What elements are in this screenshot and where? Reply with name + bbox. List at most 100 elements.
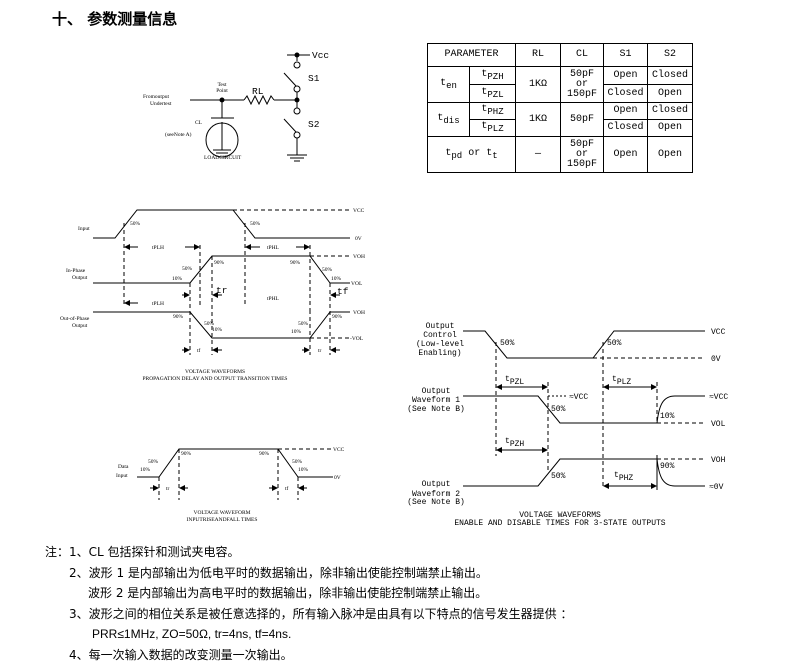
0v-label: 0V (711, 355, 721, 364)
pct-label: 90% (660, 462, 675, 471)
pct-label: 10% (331, 276, 342, 282)
0v-label: 0V (334, 475, 341, 481)
control-label: Control (423, 331, 457, 340)
pct-label: 10% (212, 327, 223, 333)
tplz-s2: Open (647, 119, 693, 137)
header-rl: RL (515, 43, 561, 67)
pct-label: 50% (148, 459, 159, 465)
load-circuit-labels: Vcc S1 S2 RL Fromoutput Undertest Test P… (143, 50, 329, 161)
see-note-label: (seeNote A) (165, 131, 192, 138)
note-4: 4、每一次输入数据的改变测量一次输出。 (69, 647, 293, 662)
tpzh-s2: Closed (647, 66, 693, 85)
tf-label: tf (337, 286, 349, 297)
under-test-label: Undertest (150, 101, 172, 107)
pct-label: 90% (173, 314, 184, 320)
tphz-cell: tPHZ (469, 102, 516, 120)
waveform2-label: Output (422, 480, 451, 489)
tpd-s1: Open (603, 136, 648, 173)
input-label: Input (116, 473, 128, 479)
header-parameter: PARAMETER (427, 43, 516, 67)
tpzh-label: tPZH (505, 437, 524, 449)
cl-label: CL (195, 120, 203, 126)
rl-label: RL (252, 86, 264, 97)
vcc-label: VCC (353, 208, 365, 214)
out-phase-label: Out-of-Phase (60, 315, 90, 322)
vol-label: VOL (711, 420, 726, 429)
note-3b: PRR≤1MHz, ZO=50Ω, tr=4ns, tf=4ns. (92, 627, 292, 642)
pct-label: 50% (551, 472, 566, 481)
tplz-s1: Closed (603, 119, 648, 137)
tf-small-label: tf (197, 347, 201, 354)
note-2: 2、波形 1 是内部输出为低电平时的数据输出，除非输出使能控制端禁止输出。 (69, 565, 488, 580)
input-rise-fall-labels: Data Input VCC 0V 50% 10% 90% 90% 50% 10… (116, 447, 345, 523)
tr-label: tr (166, 486, 170, 492)
waveform2-label: (See Note B) (407, 498, 465, 507)
waveform2-label: Waveform 2 (412, 490, 460, 499)
data-label: Data (118, 464, 129, 470)
tpd-cell: tpd or tt (427, 136, 516, 173)
vol-label-2: -VOL (350, 336, 364, 342)
ten-cell: ten (427, 66, 470, 103)
load-circuit-caption: LOADCIRCUIT (204, 155, 242, 161)
pct-label: 90% (259, 451, 270, 457)
pct-label: 50% (500, 339, 515, 348)
tpzl-s1: Closed (603, 84, 648, 103)
pct-label: 10% (291, 329, 302, 335)
propagation-labels: Input In-Phase Output Out-of-Phase Outpu… (60, 208, 365, 382)
tphz-label: tPHZ (614, 471, 633, 483)
waveform1-label: Output (422, 387, 451, 396)
waveform1-label: (See Note B) (407, 405, 465, 414)
approx-vcc-label: ≈VCC (709, 393, 728, 402)
tpzl-cell: tPZL (469, 84, 516, 103)
ten-rl: 1KΩ (515, 66, 561, 103)
0v-label: 0V (355, 236, 362, 242)
control-label: Enabling) (418, 349, 461, 358)
control-label: Output (426, 322, 455, 331)
tplz-cell: tPLZ (469, 119, 516, 137)
tplz-label: tPLZ (612, 375, 631, 387)
note-1: 注：1、CL 包括探针和测试夹电容。 (45, 545, 240, 559)
tplh-label: tPLH (152, 245, 164, 251)
vcc-label: VCC (711, 328, 726, 337)
header-s2: S2 (647, 43, 693, 67)
approx-0v-label: ≈0V (709, 483, 724, 492)
pct-label: 50% (204, 321, 215, 327)
tpzh-cell: tPZH (469, 66, 516, 85)
tpzl-s2: Open (647, 84, 693, 103)
tpzl-label: tPZL (505, 375, 524, 387)
notes: 注：1、CL 包括探针和测试夹电容。 2、波形 1 是内部输出为低电平时的数据输… (45, 542, 572, 665)
pct-label: 50% (551, 405, 566, 414)
pct-label: 10% (298, 467, 309, 473)
control-label: (Low-level (416, 340, 464, 349)
pct-label: 50% (607, 339, 622, 348)
enable-disable-labels: Output Control (Low-level Enabling) Outp… (407, 322, 728, 528)
note-2b: 波形 2 是内部输出为高电平时的数据输出，除非输出使能控制端禁止输出。 (88, 586, 488, 601)
out-phase-output-label: Output (72, 323, 88, 329)
pct-label: 90% (332, 314, 343, 320)
caption: VOLTAGE WAVEFORM (193, 510, 250, 516)
tphz-s2: Closed (647, 102, 693, 120)
caption: ENABLE AND DISABLE TIMES FOR 3-STATE OUT… (454, 519, 665, 528)
pct-label: 90% (214, 260, 225, 266)
tdis-cell: tdis (427, 102, 470, 137)
pct-label: 90% (290, 260, 301, 266)
tplh-label-2: tPLH (152, 301, 164, 307)
voh-label: VOH (353, 254, 365, 260)
tpd-rl: — (515, 136, 561, 173)
caption: VOLTAGE WAVEFORMS (519, 511, 601, 520)
input-label: Input (78, 226, 90, 232)
pct-label: 50% (130, 221, 141, 227)
pct-label: 10% (660, 412, 675, 421)
approx-vcc-label-2: ≈VCC (569, 393, 588, 402)
s1-label: S1 (308, 73, 320, 84)
pct-label: 50% (182, 266, 193, 272)
vcc-label: VCC (333, 447, 345, 453)
input-rise-fall-waveform (137, 448, 333, 500)
pct-label: 50% (250, 221, 261, 227)
header-s1: S1 (603, 43, 648, 67)
caption: INPUTRISEANDFALL TIMES (187, 517, 258, 523)
